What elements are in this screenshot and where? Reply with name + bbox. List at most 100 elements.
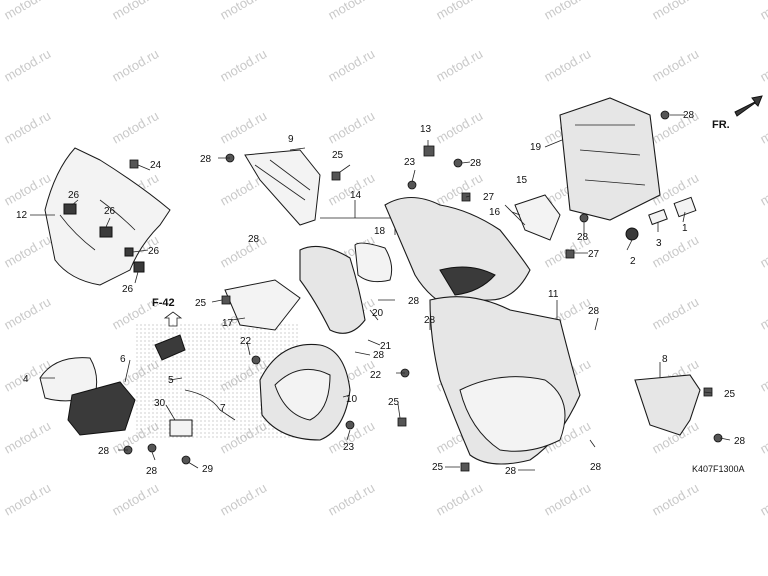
watermark-text: motod.ru bbox=[433, 46, 485, 85]
label-26c: 26 bbox=[148, 246, 160, 257]
label-6: 6 bbox=[120, 354, 126, 365]
part-25-clip-d bbox=[460, 462, 470, 472]
label-15: 15 bbox=[516, 175, 528, 186]
label-23a: 23 bbox=[404, 157, 416, 168]
label-20: 20 bbox=[372, 308, 384, 319]
watermark-text: motod.ru bbox=[649, 46, 701, 85]
watermark-text: motod.ru bbox=[1, 294, 53, 333]
label-25b: 25 bbox=[195, 298, 207, 309]
label-18: 18 bbox=[374, 226, 386, 237]
part-15-bracket bbox=[514, 194, 561, 241]
label-28g: 28 bbox=[373, 350, 385, 361]
label-28n: 28 bbox=[146, 466, 158, 477]
label-25e: 25 bbox=[432, 462, 444, 473]
label-14: 14 bbox=[350, 190, 362, 201]
label-28j: 28 bbox=[734, 436, 746, 447]
watermark-text: motod.ru bbox=[649, 480, 701, 519]
label-10: 10 bbox=[346, 394, 358, 405]
watermark-text: motod.ru bbox=[1, 46, 53, 85]
leader-lines bbox=[30, 114, 731, 471]
part-12-contour bbox=[59, 199, 136, 251]
part-26-clip-a bbox=[63, 203, 77, 215]
watermark-text: motod.ru bbox=[1, 170, 53, 209]
part-1-cap bbox=[673, 196, 697, 218]
watermark-text: motod.ru bbox=[433, 108, 485, 147]
label-30: 30 bbox=[154, 398, 166, 409]
watermark-text: motod.ru bbox=[541, 46, 593, 85]
watermark-text: motod.ru bbox=[757, 480, 768, 519]
watermark-text: motod.ru bbox=[433, 0, 485, 23]
watermark-text: motod.ru bbox=[757, 0, 768, 23]
label-25d: 25 bbox=[388, 397, 400, 408]
watermark-text: motod.ru bbox=[541, 480, 593, 519]
part-26-clip-d bbox=[133, 261, 145, 273]
label-11: 11 bbox=[548, 289, 559, 300]
watermark-text: motod.ru bbox=[757, 294, 768, 333]
label-1: 1 bbox=[682, 223, 688, 234]
watermark-text: motod.ru bbox=[1, 232, 53, 271]
part-2-bulb bbox=[625, 227, 639, 241]
orientation-label: FR. bbox=[712, 119, 730, 131]
label-27a: 27 bbox=[483, 192, 495, 203]
reference-arrow-icon bbox=[163, 311, 183, 327]
label-22a: 22 bbox=[240, 336, 252, 347]
watermark-text: motod.ru bbox=[217, 108, 269, 147]
label-19: 19 bbox=[530, 142, 542, 153]
watermark-text: motod.ru bbox=[325, 108, 377, 147]
watermark-text: motod.ru bbox=[217, 46, 269, 85]
label-28i: 28 bbox=[424, 315, 436, 326]
label-24: 24 bbox=[150, 160, 162, 171]
part-19-contour bbox=[575, 124, 646, 186]
part-28-screw-g bbox=[147, 443, 157, 453]
part-26-clip-b bbox=[99, 226, 113, 238]
label-28d: 28 bbox=[248, 234, 260, 245]
part-8-side-panel bbox=[634, 374, 701, 436]
label-17: 17 bbox=[222, 318, 234, 329]
label-28a: 28 bbox=[200, 154, 212, 165]
part-25-clip-a bbox=[331, 171, 341, 181]
watermark-text: motod.ru bbox=[757, 356, 768, 395]
reference-label: F-42 bbox=[152, 297, 175, 309]
watermark-text: motod.ru bbox=[109, 108, 161, 147]
part-13-clip bbox=[423, 145, 435, 157]
label-3: 3 bbox=[656, 238, 662, 249]
part-5-pad bbox=[154, 334, 186, 361]
watermark-text: motod.ru bbox=[1, 418, 53, 457]
front-arrow-icon bbox=[734, 95, 763, 117]
watermark-text: motod.ru bbox=[433, 480, 485, 519]
part-28-screw-b bbox=[453, 158, 463, 168]
part-25-clip-c bbox=[397, 417, 407, 427]
label-4: 4 bbox=[23, 374, 29, 385]
label-28f: 28 bbox=[408, 296, 420, 307]
part-inner-panel-left bbox=[299, 245, 366, 334]
label-26a: 26 bbox=[68, 190, 80, 201]
watermark-text: motod.ru bbox=[757, 170, 768, 209]
label-25c: 25 bbox=[724, 389, 736, 400]
watermark-text: motod.ru bbox=[649, 0, 701, 23]
label-21: 21 bbox=[380, 341, 392, 352]
watermark-text: motod.ru bbox=[757, 108, 768, 147]
part-23-grommet-a bbox=[407, 180, 417, 190]
part-27-nut-b bbox=[565, 249, 575, 259]
part-19-box bbox=[559, 97, 661, 221]
part-24-nut bbox=[129, 159, 139, 169]
label-9: 9 bbox=[288, 134, 294, 145]
watermark-text: motod.ru bbox=[1, 108, 53, 147]
watermark-text: motod.ru bbox=[325, 46, 377, 85]
label-28m: 28 bbox=[590, 462, 602, 473]
part-9-bracket bbox=[244, 149, 321, 226]
label-12: 12 bbox=[16, 210, 28, 221]
part-10-opening bbox=[274, 368, 331, 421]
part-23-grommet-b bbox=[345, 420, 355, 430]
part-11-lower-panel bbox=[459, 376, 566, 452]
label-2: 2 bbox=[630, 256, 636, 267]
label-26d: 26 bbox=[122, 284, 134, 295]
part-30-holder bbox=[169, 419, 193, 437]
watermark-text: motod.ru bbox=[541, 0, 593, 23]
watermark-text: motod.ru bbox=[109, 46, 161, 85]
watermark-text: motod.ru bbox=[217, 232, 269, 271]
label-7: 7 bbox=[220, 403, 226, 414]
part-9-contour bbox=[254, 159, 311, 201]
